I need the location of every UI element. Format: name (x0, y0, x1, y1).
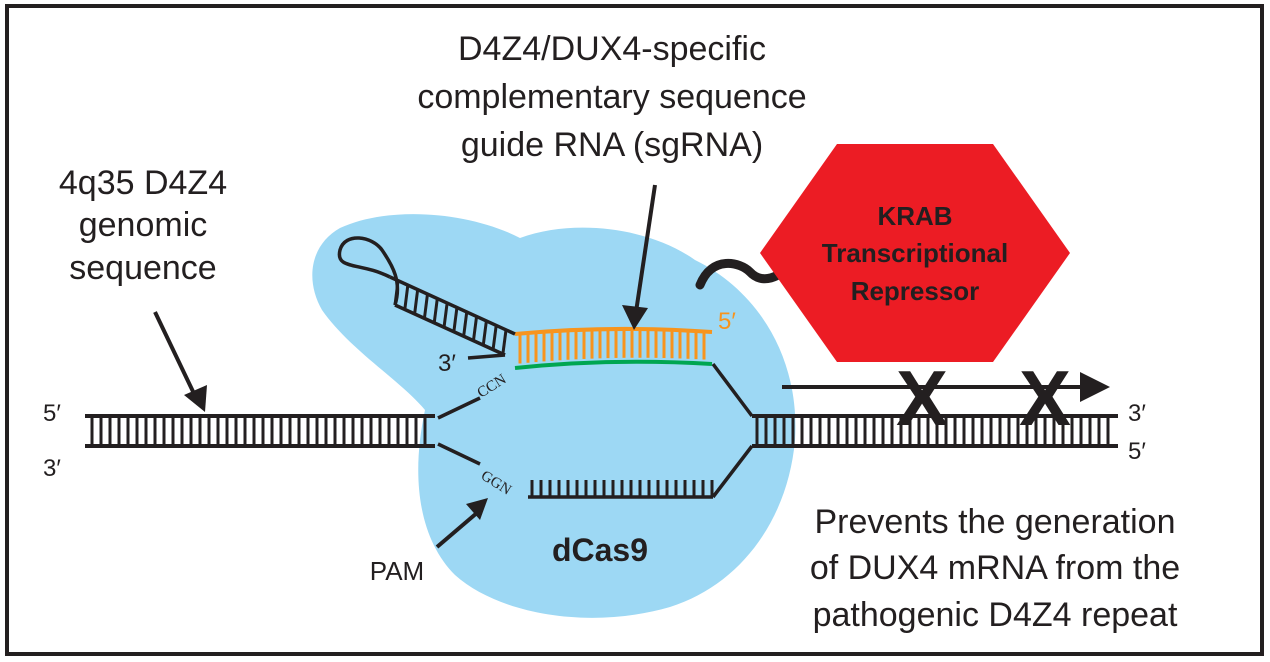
hairpin-rung (501, 329, 508, 354)
genomic-pointer-arrow (153, 311, 200, 403)
right-dna-duplex (752, 414, 1118, 448)
sgrna-spacer (514, 326, 713, 364)
krab-repressor (760, 144, 1070, 362)
right-top-end: 3′ (1128, 400, 1146, 427)
left-bottom-end: 3′ (43, 455, 61, 482)
dcas9-label: dCas9 (552, 532, 648, 568)
genomic-pointer-head (184, 385, 207, 412)
sgrna-pointer-arrow (634, 184, 657, 313)
pam-pointer-arrow (435, 510, 480, 549)
hairpin-rung (413, 289, 420, 314)
outcome-label-line3: pathogenic D4Z4 repeat (813, 596, 1178, 634)
hairpin-rung (452, 307, 459, 332)
krab-label-line1: KRAB (877, 201, 952, 231)
right-bottom-end: 5′ (1128, 438, 1146, 465)
hairpin-rung (442, 303, 449, 328)
left-top-end: 5′ (43, 400, 61, 427)
dcas9-protein (312, 214, 796, 618)
genomic-label-line3: sequence (69, 249, 216, 287)
hairpin-rung (481, 320, 488, 345)
blocked-x-1: X (896, 354, 948, 442)
sgrna-3-end: 3′ (438, 350, 456, 377)
hairpin-rung (422, 294, 429, 319)
sgrna-pointer-head (622, 305, 648, 330)
transcription-arrow-head (1080, 372, 1110, 402)
outcome-label-line2: of DUX4 mRNA from the (810, 549, 1180, 587)
genomic-label-line2: genomic (79, 206, 208, 244)
sgrna-label-line2: complementary sequence (417, 78, 806, 116)
blocked-x-2: X (1019, 354, 1071, 442)
hairpin-rung (403, 285, 410, 310)
genomic-label-line1: 4q35 D4Z4 (59, 164, 227, 202)
pam-pointer-head (466, 498, 488, 520)
outcome-label-line1: Prevents the generation (814, 503, 1175, 541)
sgrna-5-end: 5′ (718, 308, 736, 335)
hairpin-rung (472, 316, 479, 341)
sgrna-scaffold (337, 236, 516, 360)
sgrna-label-line1: D4Z4/DUX4-specific (458, 30, 766, 68)
hairpin-rung (432, 298, 439, 323)
sgrna-label-line3: guide RNA (sgRNA) (461, 126, 763, 164)
separated-strands (437, 362, 754, 499)
pam-label: PAM (370, 556, 424, 586)
hairpin-rung (462, 311, 469, 336)
left-dna-duplex (85, 414, 435, 448)
target-strand (514, 359, 713, 370)
krab-label-line3: Repressor (851, 276, 980, 306)
krab-label-line2: Transcriptional (822, 238, 1008, 268)
hairpin-rung (491, 325, 498, 349)
